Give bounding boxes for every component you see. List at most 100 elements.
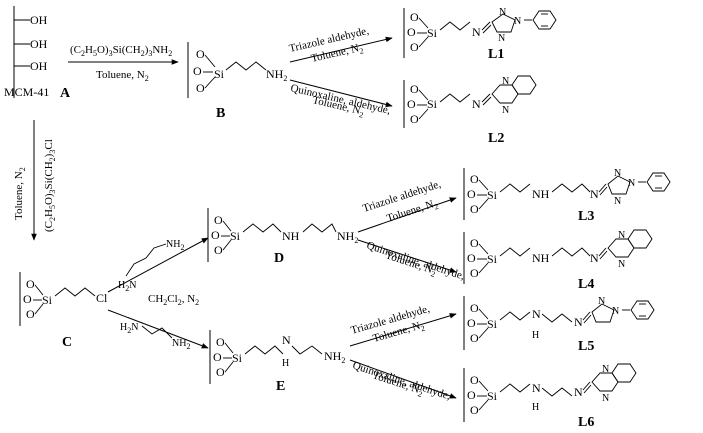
svg-text:N: N	[602, 364, 609, 375]
svg-text:O: O	[214, 213, 223, 227]
step-b-to-l2: Quinoxaline, aldehyde, Toluene, N2	[289, 79, 393, 120]
svg-text:O: O	[196, 81, 205, 95]
step-a-to-c: Toluene, N2 (C2H5O)3Si(CH2)3Cl	[13, 120, 57, 241]
step-a-to-b: (C2H5O)3Si(CH2)3NH2 Toluene, N2	[68, 44, 179, 83]
svg-text:N: N	[502, 105, 509, 116]
svg-text:O: O	[470, 236, 479, 250]
svg-text:N: N	[282, 333, 291, 347]
oh-1: OH	[30, 13, 48, 27]
label-l2: L2	[488, 131, 504, 146]
step-d-to-l4: Quinoxaline, aldehyde, Toluene, N2	[357, 239, 466, 283]
svg-text:NH2: NH2	[324, 349, 345, 365]
svg-text:O: O	[470, 202, 479, 216]
label-c: C	[62, 335, 72, 350]
svg-text:N: N	[590, 251, 599, 265]
svg-text:O: O	[467, 251, 476, 265]
step-d-to-l3: Triazole aldehyde, Toluene, N2	[357, 178, 457, 233]
svg-text:Cl: Cl	[96, 291, 108, 305]
mcm41-label: MCM-41	[4, 85, 49, 99]
svg-text:Si: Si	[230, 229, 241, 243]
svg-text:NH: NH	[532, 187, 550, 201]
svg-text:H2N: H2N	[118, 280, 136, 293]
aps-reagent: (C2H5O)3Si(CH2)3NH2	[70, 44, 172, 58]
svg-text:N: N	[618, 230, 625, 241]
compound-l6: O O O Si N H N N N L6	[463, 363, 637, 430]
svg-text:O: O	[216, 365, 225, 379]
svg-text:O: O	[470, 266, 479, 280]
svg-text:Si: Si	[427, 26, 438, 40]
svg-text:O: O	[216, 335, 225, 349]
svg-text:Si: Si	[42, 293, 53, 307]
compound-a: OH OH OH MCM-41 A	[4, 6, 71, 101]
svg-text:N: N	[502, 76, 509, 87]
label-a: A	[60, 86, 71, 101]
svg-text:O: O	[26, 307, 35, 321]
svg-text:NH2: NH2	[166, 239, 184, 252]
step-b-to-l1: Triazole aldehyde, Toluene, N2	[288, 25, 393, 65]
compound-c: O O O Si Cl C	[19, 272, 108, 350]
compound-d: O O O Si NH NH2 D	[207, 208, 358, 266]
svg-text:N: N	[532, 307, 541, 321]
reagent-propylenediamine: H2N NH2	[118, 239, 184, 293]
svg-text:N: N	[574, 385, 583, 399]
svg-text:O: O	[23, 292, 32, 306]
svg-text:O: O	[193, 64, 202, 78]
step-e-to-l6: Quinoxaline, aldehyde, Toluene, N2	[349, 359, 457, 403]
svg-text:N: N	[498, 33, 505, 44]
label-l1: L1	[488, 47, 504, 62]
svg-text:O: O	[213, 350, 222, 364]
label-e: E	[276, 379, 285, 394]
svg-text:N: N	[614, 196, 621, 207]
svg-text:Si: Si	[427, 97, 438, 111]
svg-text:NH2: NH2	[266, 67, 287, 83]
svg-text:NH2: NH2	[172, 338, 190, 351]
svg-text:N: N	[472, 25, 481, 39]
svg-text:N: N	[628, 178, 635, 189]
svg-text:NH: NH	[532, 251, 550, 265]
svg-text:O: O	[467, 316, 476, 330]
svg-text:O: O	[470, 301, 479, 315]
compound-l1: O O O Si N N N N L1	[403, 7, 557, 62]
svg-text:O: O	[470, 172, 479, 186]
svg-text:Si: Si	[232, 351, 243, 365]
svg-text:Si: Si	[487, 317, 498, 331]
svg-text:N: N	[614, 168, 621, 179]
svg-text:N: N	[602, 393, 609, 404]
svg-text:O: O	[470, 373, 479, 387]
svg-text:NH2: NH2	[337, 229, 358, 245]
svg-text:O: O	[410, 82, 419, 96]
svg-text:N: N	[598, 296, 605, 307]
svg-text:O: O	[26, 277, 35, 291]
label-l5: L5	[578, 339, 594, 354]
step-e-to-l5: Triazole aldehyde, Toluene, N2	[350, 303, 457, 347]
svg-text:O: O	[407, 97, 416, 111]
oh-3: OH	[30, 59, 48, 73]
aps-solvent: Toluene, N2	[96, 69, 149, 83]
oh-2: OH	[30, 37, 48, 51]
svg-text:O: O	[407, 25, 416, 39]
svg-text:N: N	[590, 187, 599, 201]
label-l6: L6	[578, 415, 594, 430]
compound-l2: O O O Si N N N L2	[403, 75, 537, 146]
svg-text:O: O	[410, 10, 419, 24]
svg-text:Toluene, N2: Toluene, N2	[13, 167, 27, 220]
svg-text:O: O	[467, 388, 476, 402]
svg-text:N: N	[532, 381, 541, 395]
svg-text:N: N	[499, 7, 506, 18]
svg-text:N: N	[612, 306, 619, 317]
compound-e: O O O Si N H NH2 E	[209, 330, 345, 394]
svg-text:O: O	[467, 187, 476, 201]
svg-text:N: N	[574, 315, 583, 329]
svg-text:H: H	[532, 330, 539, 341]
svg-text:N: N	[472, 97, 481, 111]
svg-text:Si: Si	[487, 188, 498, 202]
svg-text:Si: Si	[214, 67, 225, 81]
svg-text:O: O	[410, 40, 419, 54]
compound-b: O O O Si NH2 B	[187, 42, 287, 121]
svg-text:Si: Si	[487, 252, 498, 266]
svg-text:N: N	[514, 16, 521, 27]
svg-text:H: H	[282, 358, 289, 369]
dcm-conditions: CH2Cl2, N2	[148, 293, 199, 307]
compound-l3: O O O Si NH N N N N L3	[463, 168, 671, 224]
label-b: B	[216, 106, 225, 121]
